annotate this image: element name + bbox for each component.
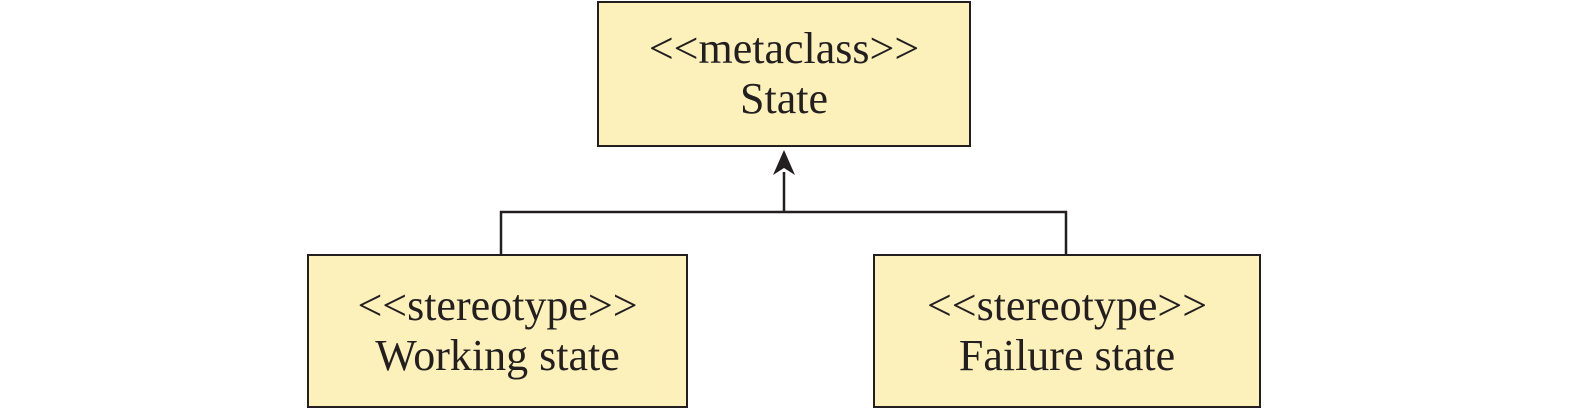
metaclass-name-label: State	[740, 74, 828, 123]
arrowhead-icon	[773, 150, 795, 175]
metaclass-stereotype-label: <<metaclass>>	[648, 24, 920, 73]
failure-name-label: Failure state	[958, 331, 1176, 380]
failure-stereotype-label: <<stereotype>>	[926, 281, 1208, 330]
working-name-label: Working state	[375, 331, 620, 380]
working-state-box: <<stereotype>> Working state	[307, 254, 688, 408]
failure-state-box: <<stereotype>> Failure state	[873, 254, 1261, 408]
metaclass-state-box: <<metaclass>> State	[597, 1, 971, 147]
working-stereotype-label: <<stereotype>>	[357, 281, 638, 330]
